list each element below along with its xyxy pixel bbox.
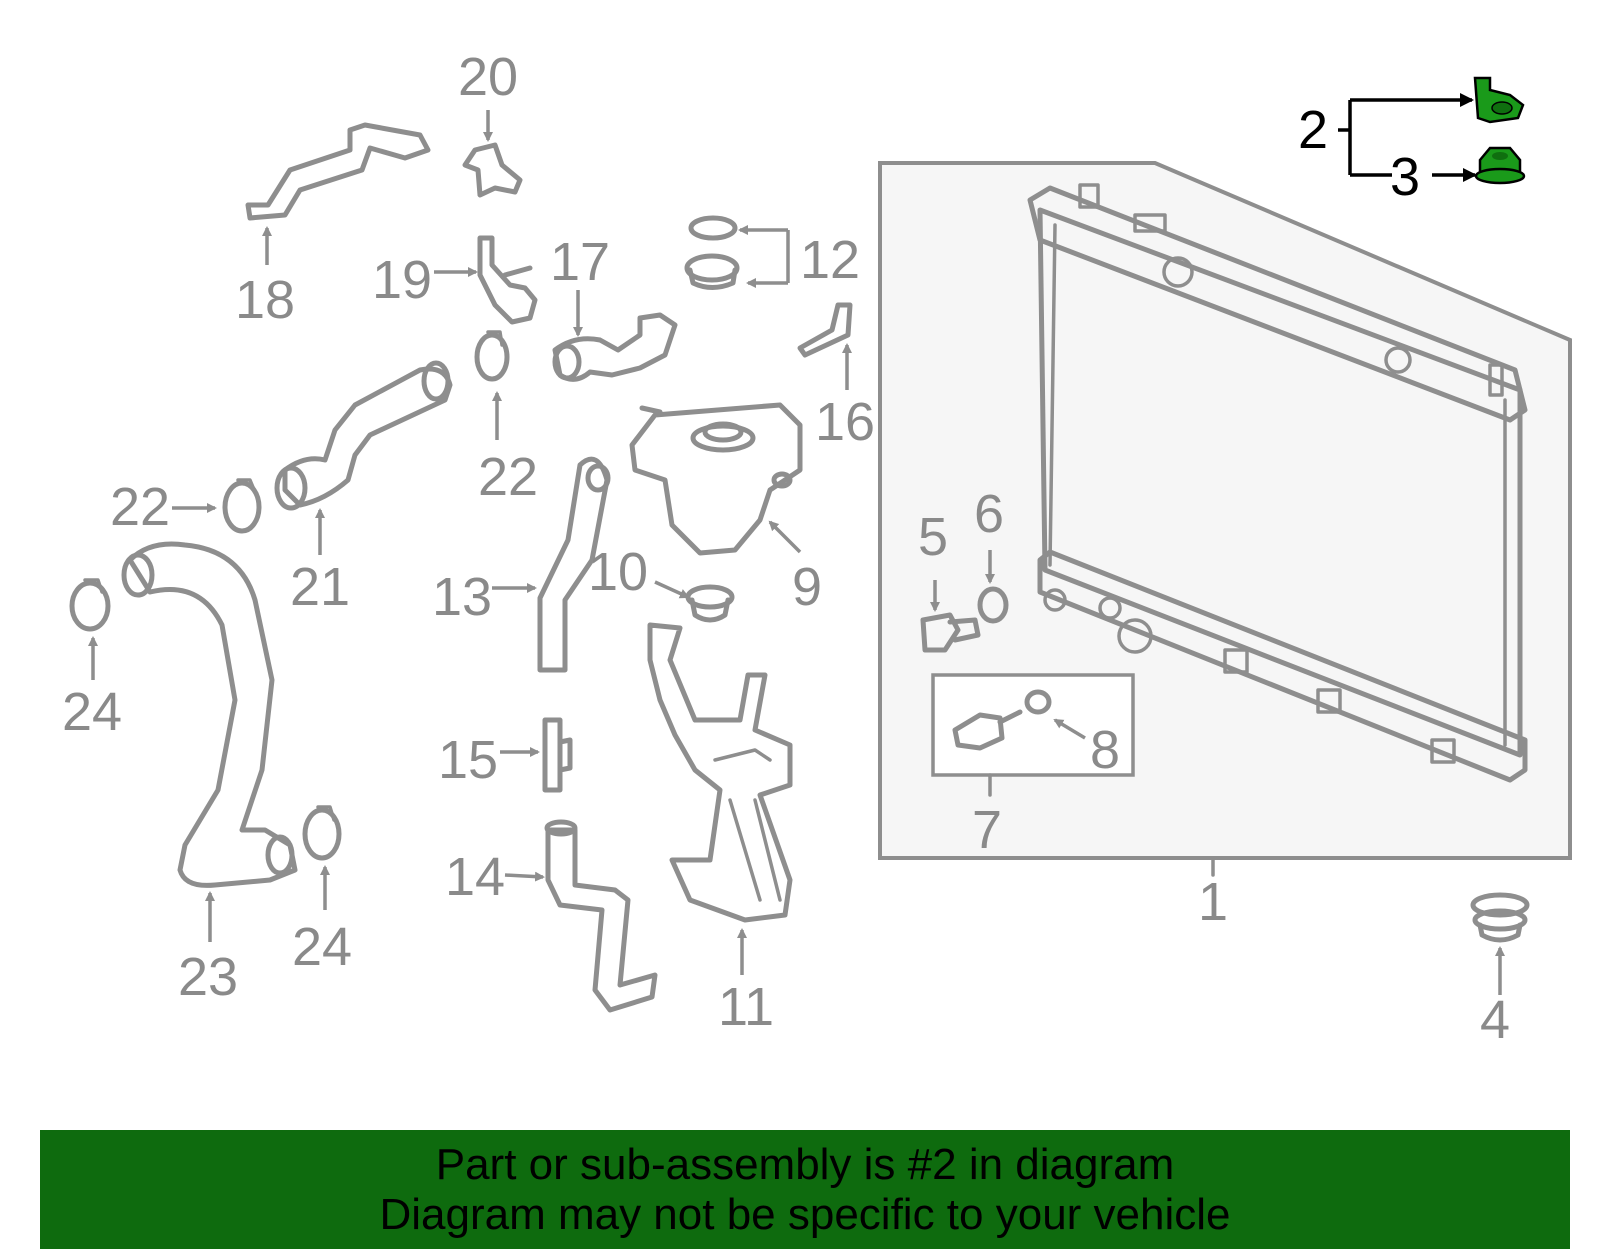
label-12: 12 — [800, 230, 860, 290]
label-4: 4 — [1480, 990, 1510, 1050]
part-11-bracket[interactable] — [647, 622, 793, 923]
label-22-upper: 22 — [478, 447, 538, 507]
label-21: 21 — [290, 557, 350, 617]
label-5: 5 — [918, 507, 948, 567]
part-10-cap[interactable] — [685, 584, 735, 623]
label-18: 18 — [235, 270, 295, 330]
part-4-grommet[interactable] — [1470, 892, 1530, 943]
part-9-reservoir-tank[interactable] — [629, 402, 803, 556]
part-20-connector[interactable] — [462, 142, 523, 198]
part-12-o-ring[interactable] — [688, 215, 738, 241]
label-11: 11 — [718, 977, 774, 1037]
label-22-left: 22 — [110, 477, 170, 537]
part-2-bracket[interactable] — [1473, 76, 1525, 124]
part-12-radiator-cap[interactable] — [684, 253, 740, 290]
part-2-3-leader — [1338, 100, 1475, 182]
label-24-left: 24 — [62, 682, 122, 742]
part-8-washer[interactable] — [1024, 689, 1052, 715]
radiator-upper-tank — [1027, 185, 1528, 423]
part-22-clamp-left[interactable] — [222, 478, 262, 534]
label-1: 1 — [1198, 872, 1228, 932]
part-21-upper-hose[interactable] — [274, 360, 453, 511]
label-23: 23 — [178, 947, 238, 1007]
part-13-hose[interactable] — [537, 456, 611, 673]
banner-line-1: Part or sub-assembly is #2 in diagram — [435, 1139, 1175, 1189]
part-17-hose[interactable] — [552, 312, 678, 382]
part-23-lower-hose[interactable] — [121, 541, 298, 888]
part-3-nut[interactable] — [1474, 146, 1526, 185]
label-6: 6 — [974, 484, 1004, 544]
label-2: 2 — [1298, 100, 1328, 160]
label-14: 14 — [445, 847, 505, 907]
label-19: 19 — [372, 250, 432, 310]
label-20: 20 — [458, 47, 518, 107]
label-17: 17 — [550, 232, 610, 292]
banner-line-2: Diagram may not be specific to your vehi… — [379, 1189, 1231, 1239]
part-24-clamp-left[interactable] — [69, 578, 111, 632]
label-7: 7 — [972, 800, 1002, 860]
part-14-hose[interactable] — [544, 819, 658, 1013]
part-16-hose[interactable] — [797, 302, 853, 358]
part-24-clamp-right[interactable] — [302, 805, 342, 861]
label-8: 8 — [1090, 720, 1120, 780]
part-18-hose[interactable] — [245, 122, 431, 221]
info-banner: Part or sub-assembly is #2 in diagram Di… — [40, 1130, 1570, 1249]
label-10: 10 — [588, 542, 648, 602]
label-24-right: 24 — [292, 917, 352, 977]
part-6-o-ring[interactable] — [977, 586, 1009, 624]
radiator-core — [1037, 207, 1523, 758]
part-5-drain-plug[interactable] — [920, 612, 981, 653]
part-22-clamp-upper[interactable] — [474, 330, 510, 382]
label-16: 16 — [815, 392, 875, 452]
label-13: 13 — [432, 567, 492, 627]
label-9: 9 — [792, 557, 822, 617]
part-19-hose[interactable] — [477, 235, 538, 325]
part-15-connector[interactable] — [542, 717, 573, 793]
radiator-lower-tank — [1037, 549, 1528, 783]
label-15: 15 — [438, 730, 498, 790]
label-3: 3 — [1390, 147, 1420, 207]
